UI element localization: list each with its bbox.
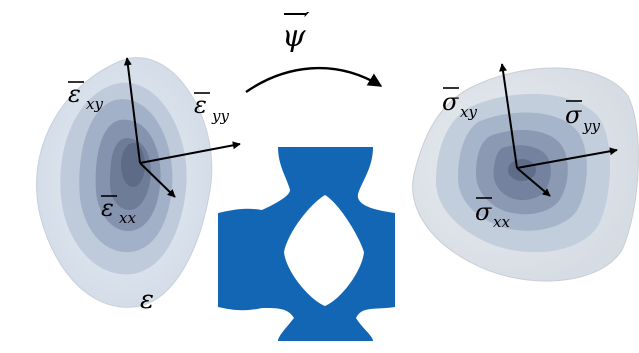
unit-cell-shape bbox=[218, 147, 395, 341]
strain-xy-symbol: ε bbox=[68, 80, 81, 108]
stress-level-6 bbox=[508, 159, 536, 181]
stress-axis-xx-arrow bbox=[516, 167, 551, 197]
strain-axis-yy-arrow bbox=[139, 141, 241, 164]
strain-axis-xy-arrow bbox=[123, 57, 141, 164]
stress-xx-subscript: xx bbox=[493, 213, 510, 231]
stress-label-xx: σ xx bbox=[475, 197, 510, 231]
strain-axes bbox=[123, 57, 241, 198]
stress-axis-xy-arrow bbox=[499, 63, 518, 169]
strain-space-blob bbox=[36, 57, 213, 308]
strain-axis-xx-arrow bbox=[139, 162, 176, 198]
strain-label-xy: ε xy bbox=[68, 80, 103, 113]
stress-xy-subscript: xy bbox=[460, 103, 477, 121]
mapping-arrow bbox=[245, 66, 383, 93]
strain-label-xx: ε xx bbox=[101, 194, 136, 227]
stress-xx-symbol: σ bbox=[475, 198, 492, 226]
stress-xy-symbol: σ bbox=[442, 88, 459, 116]
strain-set-label: ε bbox=[140, 285, 154, 315]
psi-symbol: ψ bbox=[282, 19, 306, 54]
stress-axis-yy-arrow bbox=[516, 147, 618, 169]
stress-yy-subscript: yy bbox=[582, 117, 600, 135]
psi-prime-label: ψ ′ bbox=[282, 8, 310, 54]
unit-cell-outer bbox=[218, 147, 395, 341]
stress-label-yy: σ yy bbox=[565, 100, 600, 135]
stress-yy-symbol: σ bbox=[565, 101, 582, 129]
strain-xy-subscript: xy bbox=[86, 95, 103, 113]
strain-label-yy: ε yy bbox=[194, 91, 229, 125]
strain-yy-subscript: yy bbox=[211, 107, 229, 125]
strain-xx-symbol: ε bbox=[101, 194, 114, 222]
strain-yy-symbol: ε bbox=[194, 91, 207, 119]
prime-mark: ′ bbox=[304, 8, 310, 36]
strain-xx-subscript: xx bbox=[119, 209, 136, 227]
stress-label-xy: σ xy bbox=[442, 87, 477, 121]
stress-axes bbox=[499, 63, 618, 197]
